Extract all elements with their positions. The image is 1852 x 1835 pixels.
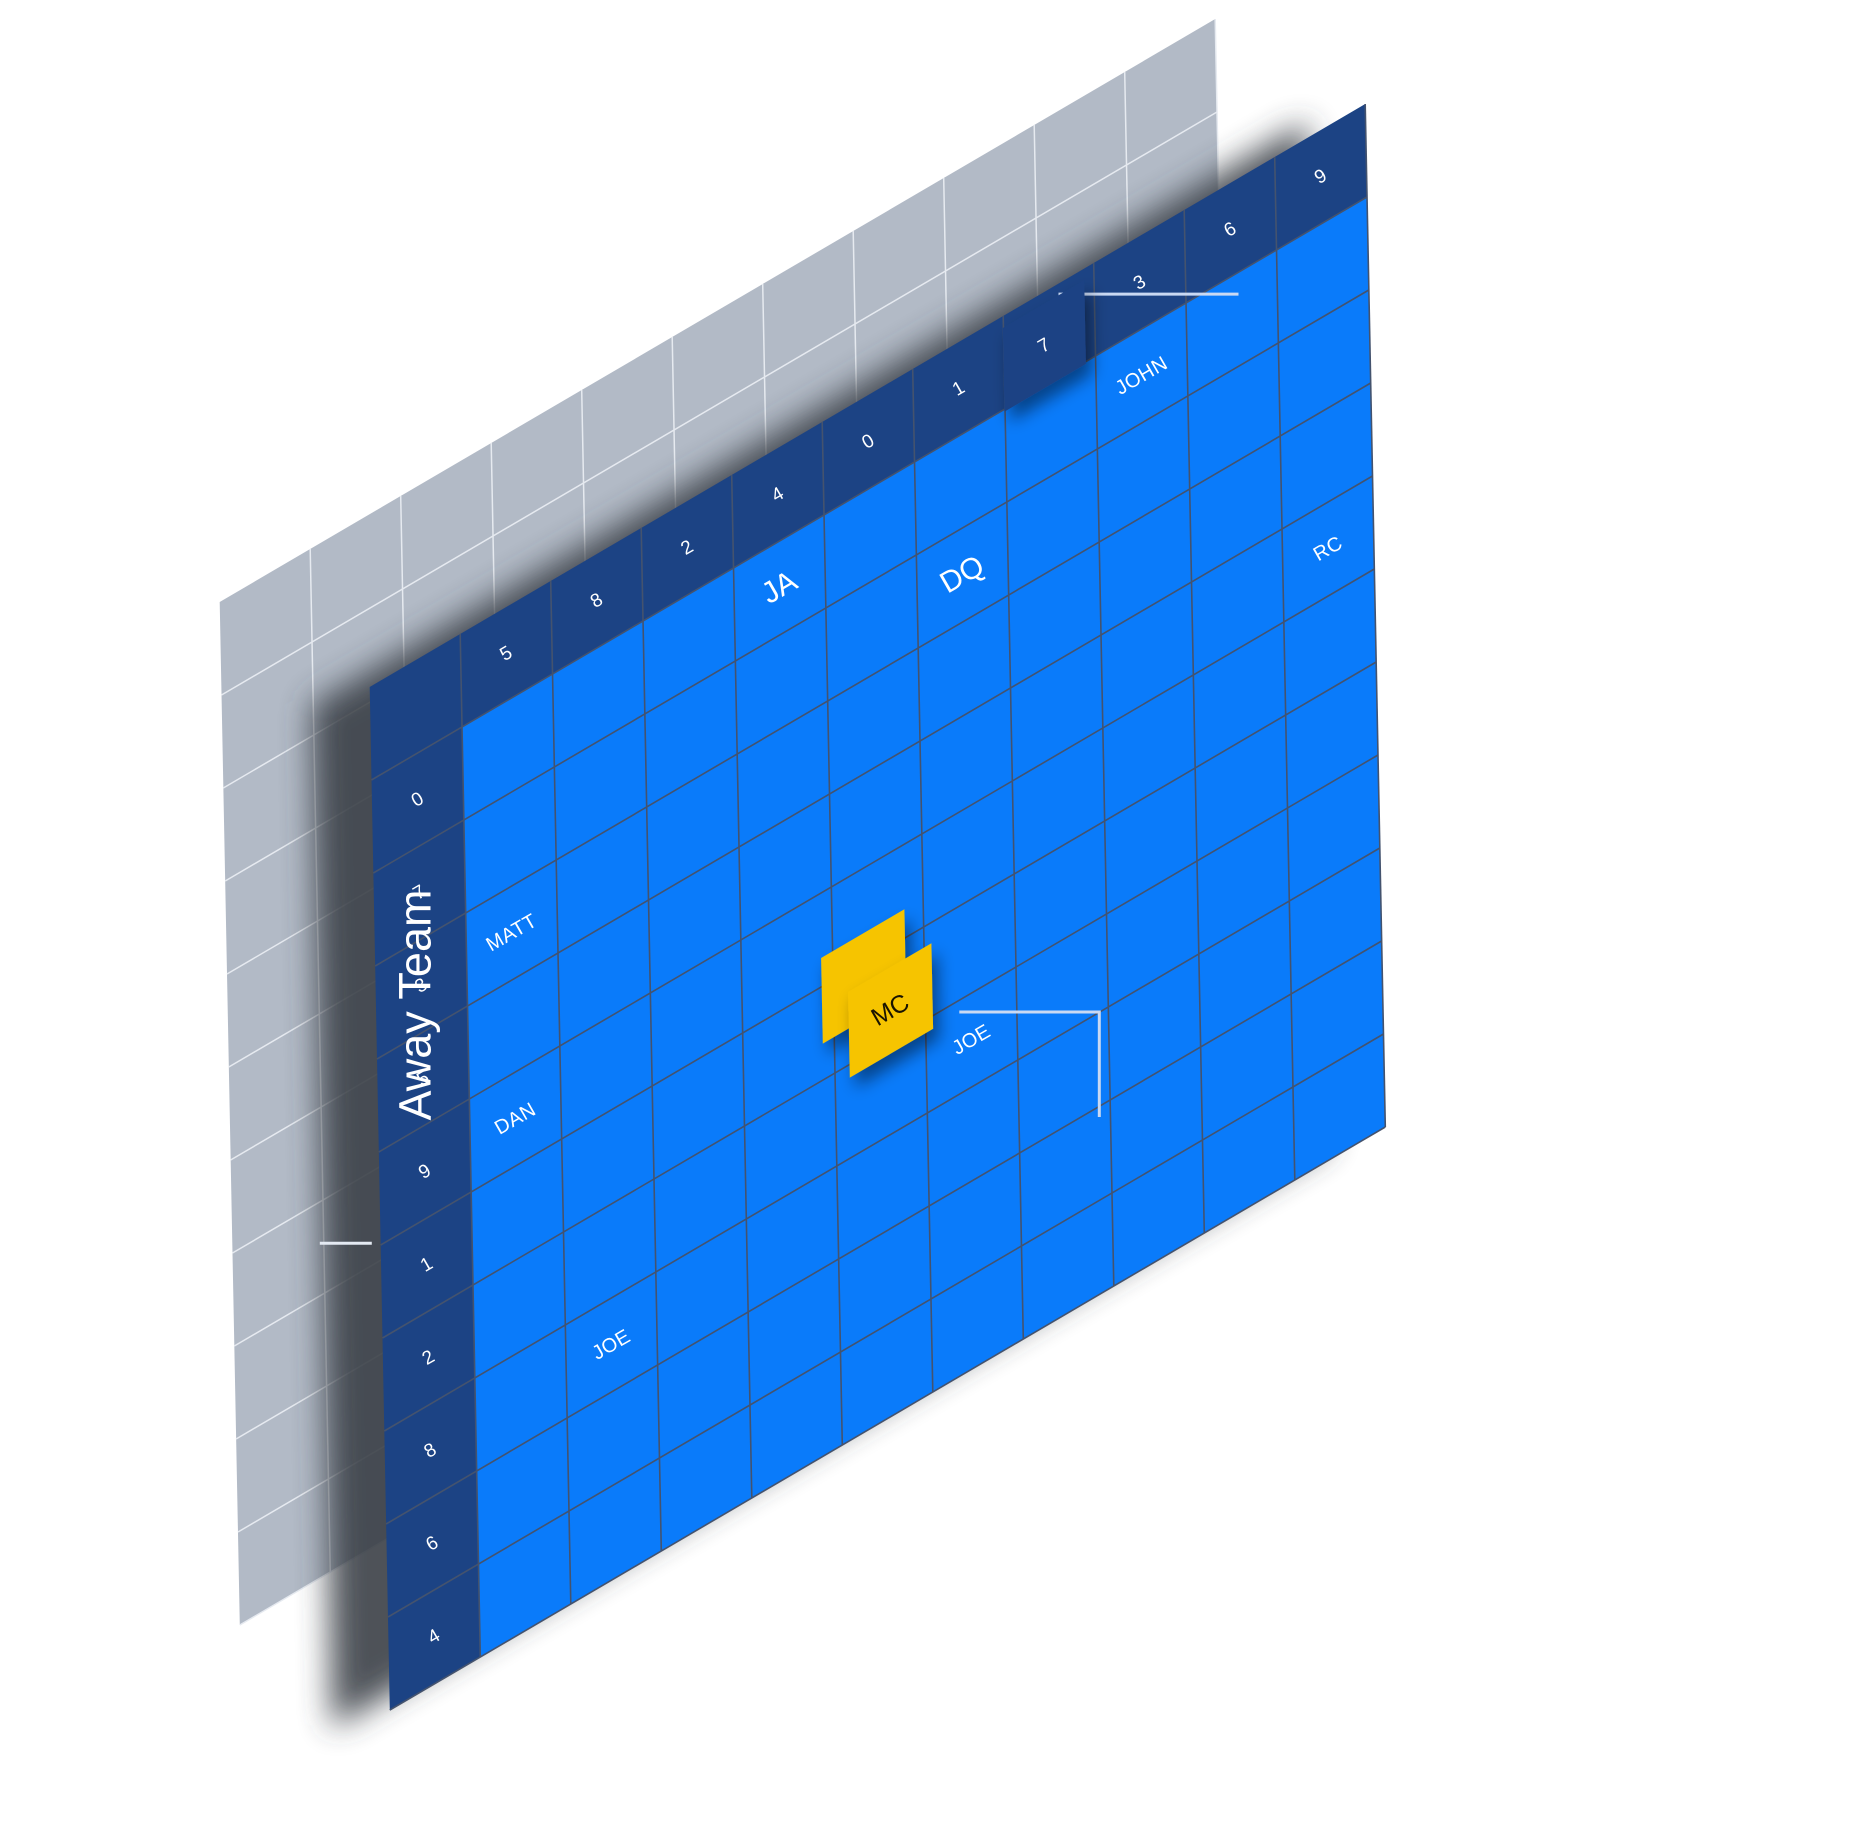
- selected-square-front-tile: [848, 943, 934, 1078]
- board-gridline: [383, 847, 1381, 1432]
- selected-square-back-tile: [821, 909, 907, 1044]
- board-gridline: [376, 475, 1373, 1060]
- board-gridline: [1364, 103, 1387, 1128]
- board-gridline: [387, 1033, 1384, 1618]
- back-panel-gridline: [221, 111, 1218, 696]
- board-gridline: [372, 289, 1370, 874]
- board-gridline: [459, 633, 482, 1658]
- board-gridline: [911, 368, 934, 1393]
- board-gridline: [1002, 315, 1025, 1340]
- board-gridline: [640, 527, 663, 1552]
- raised-tiles-layer: [821, 280, 1086, 1078]
- board-gridline: [374, 382, 1372, 967]
- board-gridline: [1273, 156, 1296, 1181]
- callout-line-selected-square: [959, 1010, 1101, 1117]
- board-gridline: [385, 940, 1383, 1525]
- board-gridline: [730, 474, 753, 1499]
- board-gridline: [821, 421, 844, 1446]
- board-layer: [369, 103, 1387, 1711]
- callout-lines-layer: [319, 292, 1239, 1245]
- board-gridline: [389, 1126, 1386, 1711]
- board-gridline: [549, 580, 572, 1605]
- board-gridline: [1183, 209, 1206, 1234]
- raised-home-digit-tile: [1002, 280, 1086, 412]
- board-gridline: [1092, 262, 1115, 1287]
- board-gridline: [378, 568, 1375, 1153]
